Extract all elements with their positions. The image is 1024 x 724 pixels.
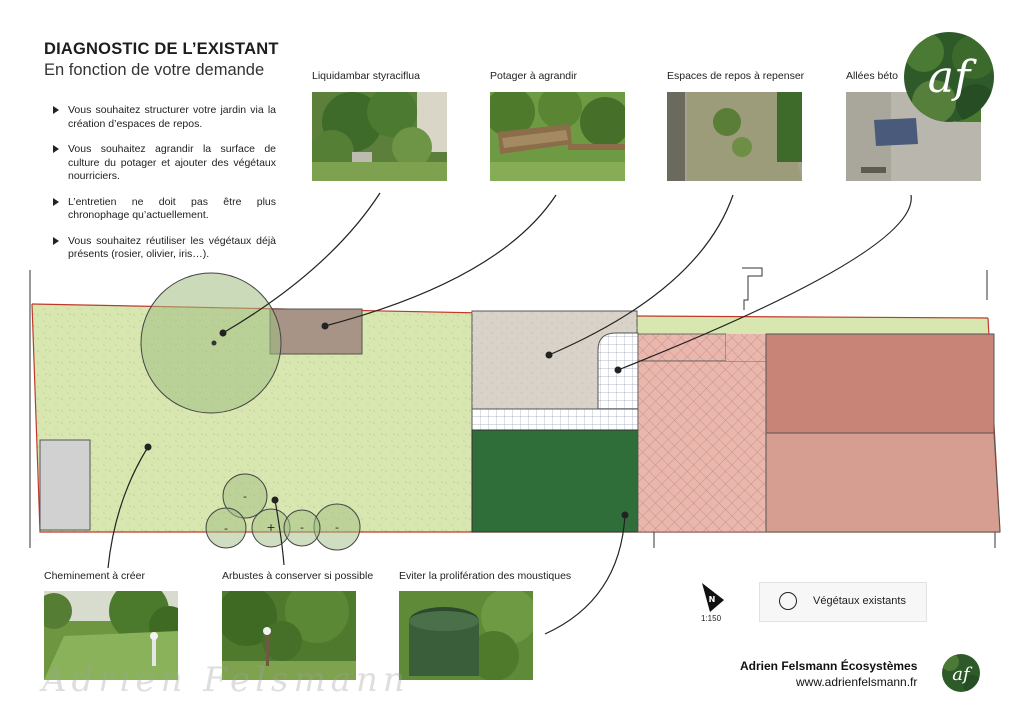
shrub-mark: - xyxy=(243,490,247,503)
logo: af xyxy=(904,32,994,122)
signature-watermark: Adrien Felsmann xyxy=(42,660,410,700)
scale-label: 1:150 xyxy=(701,614,722,623)
existing-vegetation-icon xyxy=(779,592,797,610)
request-item: Vous souhaitez réutiliser les végétaux d… xyxy=(53,234,276,260)
page-title: DIAGNOSTIC DE L’EXISTANT xyxy=(44,40,279,58)
photo-caption-repos: Espaces de repos à repenser xyxy=(667,70,805,82)
request-item: L’entretien ne doit pas être plus chrono… xyxy=(53,195,276,221)
page-subtitle: En fonction de votre demande xyxy=(44,61,265,79)
existing-potager xyxy=(269,308,363,355)
svg-text:af: af xyxy=(928,52,977,103)
photo-caption-cheminement: Cheminement à créer xyxy=(44,570,145,582)
svg-text:N: N xyxy=(709,595,716,604)
photo-caption-allees: Allées béto xyxy=(846,70,898,82)
shrub-mark: - xyxy=(335,521,339,534)
photo-caption-liquidambar: Liquidambar styraciflua xyxy=(312,70,420,82)
house xyxy=(765,333,1001,533)
photo-potager xyxy=(490,92,625,181)
photo-cheminement xyxy=(44,591,178,680)
photo-liquidambar xyxy=(312,92,447,181)
shrub-mark: - xyxy=(224,522,228,535)
website-link[interactable]: www.adrienfelsmann.fr xyxy=(796,675,918,689)
existing-shrubs xyxy=(205,473,361,551)
photo-arbustes xyxy=(222,591,356,680)
photo-caption-potager: Potager à agrandir xyxy=(490,70,577,82)
shrub-mark: - xyxy=(300,521,304,534)
paving-area xyxy=(637,333,767,533)
shed xyxy=(39,439,91,531)
shrub-mark: + xyxy=(266,521,275,534)
terrace-area xyxy=(471,310,639,431)
photo-repos xyxy=(667,92,802,181)
photo-caption-moustiques: Eviter la prolifération des moustiques xyxy=(399,570,572,582)
leader-lines xyxy=(107,192,912,635)
vegetable-bed xyxy=(471,429,639,533)
company-name: Adrien Felsmann Écosystèmes xyxy=(740,659,918,673)
photo-moustiques xyxy=(399,591,533,680)
legend-label: Végétaux existants xyxy=(813,595,906,607)
svg-text:af: af xyxy=(952,664,973,685)
request-item: Vous souhaitez structurer votre jardin v… xyxy=(53,104,276,130)
photo-caption-arbustes: Arbustes à conserver si possible xyxy=(222,570,374,582)
requests-list: Vous souhaitez structurer votre jardin v… xyxy=(53,104,276,274)
existing-tree-liquidambar xyxy=(140,272,282,414)
compass-icon: N xyxy=(702,583,724,612)
request-item: Vous souhaitez agrandir la surface de cu… xyxy=(53,143,276,182)
logo-small: af xyxy=(942,654,980,692)
